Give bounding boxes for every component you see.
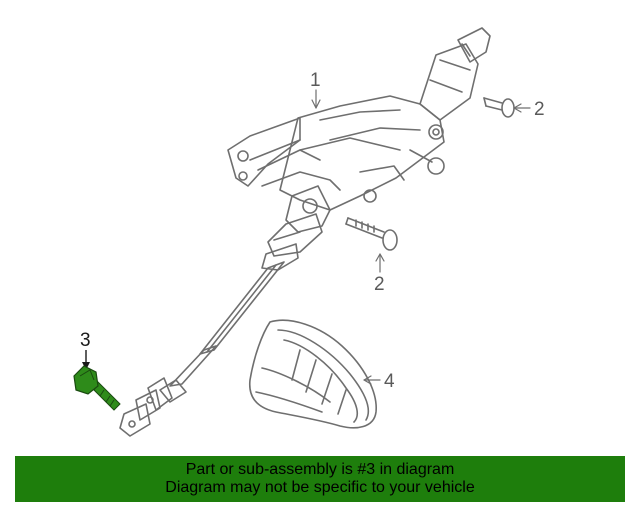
callout-3: 3: [80, 330, 91, 351]
callout-2-lower: 2: [374, 274, 385, 295]
callout-2-upper: 2: [534, 99, 545, 120]
leader-lines: [311, 89, 531, 385]
pin-bolt-upper: [483, 97, 515, 118]
pin-bolt-lower: [345, 217, 398, 251]
column-boot-cover: [249, 319, 377, 429]
callout-4: 4: [384, 371, 395, 392]
banner-line-2: Diagram may not be specific to your vehi…: [165, 479, 475, 496]
parts-diagram: 1 2 2 3 4: [73, 27, 545, 437]
highlighted-bolt-part-3: [73, 350, 121, 411]
steering-column-assembly: [119, 27, 491, 437]
info-banner: Part or sub-assembly is #3 in diagram Di…: [15, 456, 625, 502]
callout-1: 1: [310, 70, 321, 91]
banner-line-1: Part or sub-assembly is #3 in diagram: [185, 461, 455, 478]
